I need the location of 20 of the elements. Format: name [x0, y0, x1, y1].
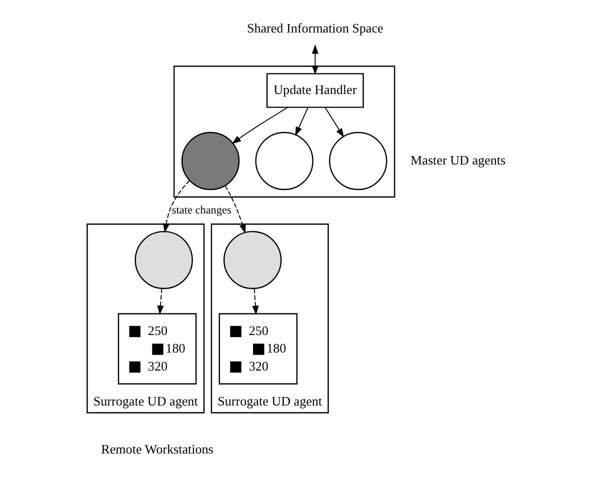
node-box: 250 180 320 — [118, 313, 197, 384]
label: Remote Workstations — [101, 442, 214, 457]
node-text: Shared Information Space — [246, 20, 384, 36]
arrow — [157, 288, 164, 315]
node-circle — [134, 230, 193, 290]
arrow — [162, 180, 190, 233]
arrow — [295, 106, 308, 136]
node-circle — [181, 132, 240, 190]
arrow — [312, 44, 318, 75]
arrow — [224, 185, 246, 234]
arrow — [324, 106, 344, 138]
edge-label: state changes — [172, 204, 232, 216]
arrow — [252, 288, 259, 316]
node-box: Update Handler — [266, 73, 364, 108]
node-circle — [223, 230, 282, 290]
node-circle — [255, 132, 314, 190]
node-box: 250 180 320 — [218, 313, 298, 384]
node-circle — [329, 132, 388, 190]
arrow — [232, 107, 288, 144]
node-label: Master UD agents — [410, 152, 506, 168]
